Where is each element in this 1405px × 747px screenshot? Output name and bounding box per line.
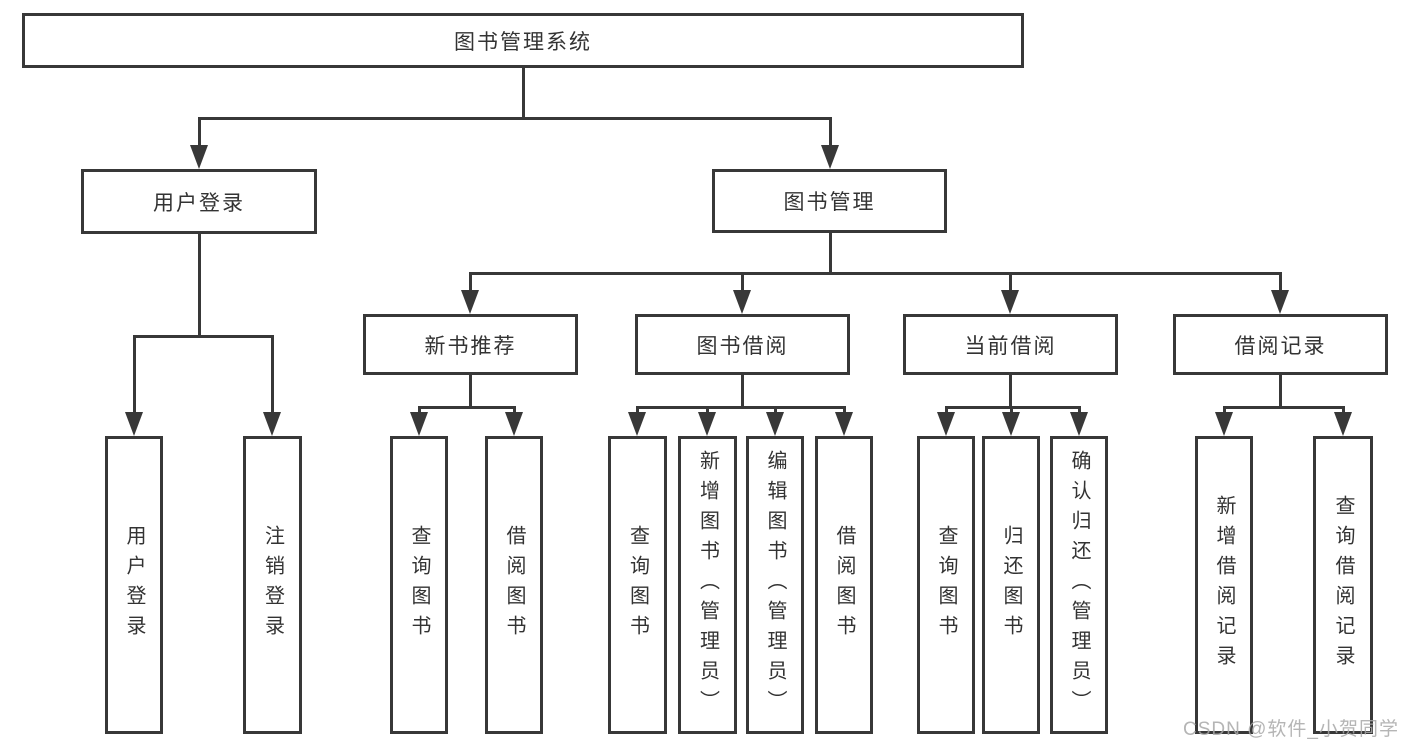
connector-line — [417, 407, 421, 416]
connector-line — [468, 271, 1282, 275]
connector-line — [828, 118, 832, 149]
node-root: 图书管理系统 — [22, 13, 1024, 68]
connector-line — [1008, 273, 1012, 294]
node-leaf-return-book: 归还图书 — [982, 436, 1040, 734]
connector-line — [1278, 375, 1282, 407]
connector-line — [1222, 405, 1345, 409]
node-label-current-borrowing: 当前借阅 — [964, 334, 1057, 358]
arrowhead-down-icon — [190, 145, 208, 169]
arrowhead-down-icon — [1215, 412, 1233, 436]
connector-line — [635, 405, 846, 409]
arrowhead-down-icon — [263, 412, 281, 436]
node-label-book-management: 图书管理 — [783, 191, 876, 214]
arrowhead-down-icon — [1001, 290, 1019, 314]
node-label-leaf-query-borrow-rec: 查询借阅记录 — [1332, 495, 1354, 675]
connector-line — [740, 273, 744, 294]
arrowhead-down-icon — [1334, 412, 1352, 436]
connector-line — [521, 68, 525, 118]
node-label-leaf-borrow-book-2: 借阅图书 — [833, 525, 855, 645]
watermark: CSDN @软件_小贺同学 — [1183, 719, 1399, 740]
connector-line — [740, 375, 744, 407]
node-book-management: 图书管理 — [712, 169, 947, 233]
node-label-leaf-logout: 注销登录 — [261, 525, 284, 645]
node-leaf-query-borrow-rec: 查询借阅记录 — [1313, 436, 1373, 734]
arrowhead-down-icon — [821, 145, 839, 169]
arrowhead-down-icon — [1002, 412, 1020, 436]
connector-line — [512, 407, 516, 416]
connector-line — [1009, 407, 1013, 416]
node-current-borrowing: 当前借阅 — [903, 314, 1118, 375]
arrowhead-down-icon — [1271, 290, 1289, 314]
connector-line — [1008, 375, 1012, 407]
node-leaf-user-login: 用户登录 — [105, 436, 163, 734]
node-label-root: 图书管理系统 — [454, 30, 592, 54]
node-leaf-query-book-1: 查询图书 — [390, 436, 448, 734]
node-label-leaf-return-book: 归还图书 — [1000, 525, 1022, 645]
connector-line — [842, 407, 846, 416]
node-label-user-login: 用户登录 — [153, 191, 245, 215]
connector-line — [828, 233, 832, 273]
connector-line — [705, 407, 709, 416]
arrowhead-down-icon — [505, 412, 523, 436]
arrowhead-down-icon — [835, 412, 853, 436]
node-leaf-borrow-book-1: 借阅图书 — [485, 436, 543, 734]
connector-line — [132, 334, 274, 338]
arrowhead-down-icon — [733, 290, 751, 314]
node-leaf-edit-book-admin: 编辑图书（管理员） — [746, 436, 804, 734]
node-label-new-book-recommend: 新书推荐 — [424, 334, 517, 358]
node-label-leaf-query-book-2: 查询图书 — [626, 525, 649, 645]
node-label-leaf-confirm-return: 确认归还（管理员） — [1068, 450, 1090, 720]
connector-line — [944, 407, 948, 416]
node-borrowing-records: 借阅记录 — [1173, 314, 1388, 375]
connector-line — [270, 336, 274, 416]
connector-line — [635, 407, 639, 416]
node-leaf-add-book-admin: 新增图书（管理员） — [678, 436, 737, 734]
node-label-leaf-query-book-1: 查询图书 — [408, 525, 430, 645]
node-label-leaf-add-book-admin: 新增图书（管理员） — [696, 450, 719, 720]
arrowhead-down-icon — [937, 412, 955, 436]
node-book-borrowing: 图书借阅 — [635, 314, 850, 375]
connector-line — [197, 118, 201, 149]
connector-line — [944, 405, 1081, 409]
node-leaf-query-book-2: 查询图书 — [608, 436, 667, 734]
connector-line — [1222, 407, 1226, 416]
connector-line — [1341, 407, 1345, 416]
node-user-login: 用户登录 — [81, 169, 317, 234]
node-leaf-borrow-book-2: 借阅图书 — [815, 436, 873, 734]
node-leaf-add-borrow-rec: 新增借阅记录 — [1195, 436, 1253, 734]
arrowhead-down-icon — [410, 412, 428, 436]
connector-line — [197, 116, 832, 120]
connector-line — [417, 405, 516, 409]
connector-line — [1278, 273, 1282, 294]
connector-line — [468, 273, 472, 294]
node-label-leaf-user-login: 用户登录 — [123, 525, 145, 645]
arrowhead-down-icon — [766, 412, 784, 436]
node-new-book-recommend: 新书推荐 — [363, 314, 578, 375]
connector-line — [773, 407, 777, 416]
arrowhead-down-icon — [461, 290, 479, 314]
node-label-leaf-edit-book-admin: 编辑图书（管理员） — [764, 450, 786, 720]
arrowhead-down-icon — [698, 412, 716, 436]
node-label-leaf-query-book-3: 查询图书 — [935, 525, 957, 645]
node-label-leaf-add-borrow-rec: 新增借阅记录 — [1213, 495, 1235, 675]
arrowhead-down-icon — [125, 412, 143, 436]
node-leaf-logout: 注销登录 — [243, 436, 302, 734]
arrowhead-down-icon — [628, 412, 646, 436]
connector-line — [468, 375, 472, 407]
node-label-borrowing-records: 借阅记录 — [1234, 334, 1327, 358]
connector-line — [132, 336, 136, 416]
connector-line — [1077, 407, 1081, 416]
node-label-leaf-borrow-book-1: 借阅图书 — [503, 525, 525, 645]
node-leaf-query-book-3: 查询图书 — [917, 436, 975, 734]
connector-line — [197, 234, 201, 336]
arrowhead-down-icon — [1070, 412, 1088, 436]
node-leaf-confirm-return: 确认归还（管理员） — [1050, 436, 1108, 734]
node-label-book-borrowing: 图书借阅 — [696, 334, 789, 358]
